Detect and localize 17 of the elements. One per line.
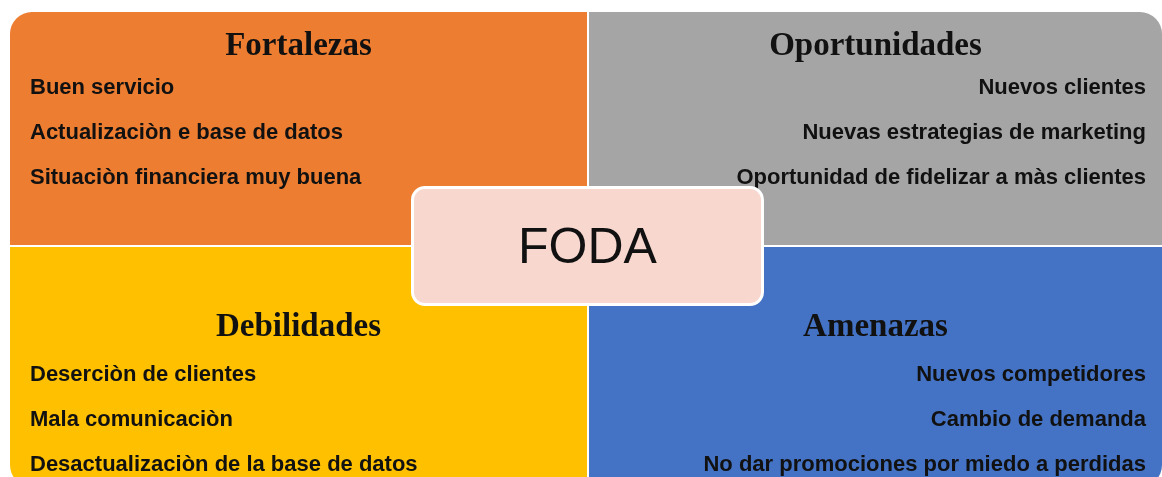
list-item: Actualizaciòn e base de datos — [30, 119, 344, 145]
quadrant-heading: Fortalezas — [224, 25, 373, 64]
quadrant-heading: Oportunidades — [768, 25, 983, 64]
list-item: Mala comunicaciòn — [30, 406, 234, 432]
list-item: Oportunidad de fidelizar a màs clientes — [735, 164, 1146, 190]
list-item: Nuevos competidores — [915, 361, 1146, 387]
list-item: Deserciòn de clientes — [30, 361, 258, 387]
list-item: No dar promociones por miedo a perdidas — [702, 451, 1146, 477]
quadrant-heading: Debilidades — [214, 306, 382, 345]
list-item: Nuevas estrategias de marketing — [801, 119, 1146, 145]
center-title: FODA — [518, 217, 657, 275]
list-item: Buen servicio — [30, 74, 176, 100]
list-item: Nuevos clientes — [977, 74, 1146, 100]
list-item: Situaciòn financiera muy buena — [30, 164, 363, 190]
list-item: Desactualizaciòn de la base de datos — [30, 451, 419, 477]
quadrant-heading: Amenazas — [802, 306, 949, 345]
list-item: Cambio de demanda — [929, 406, 1146, 432]
